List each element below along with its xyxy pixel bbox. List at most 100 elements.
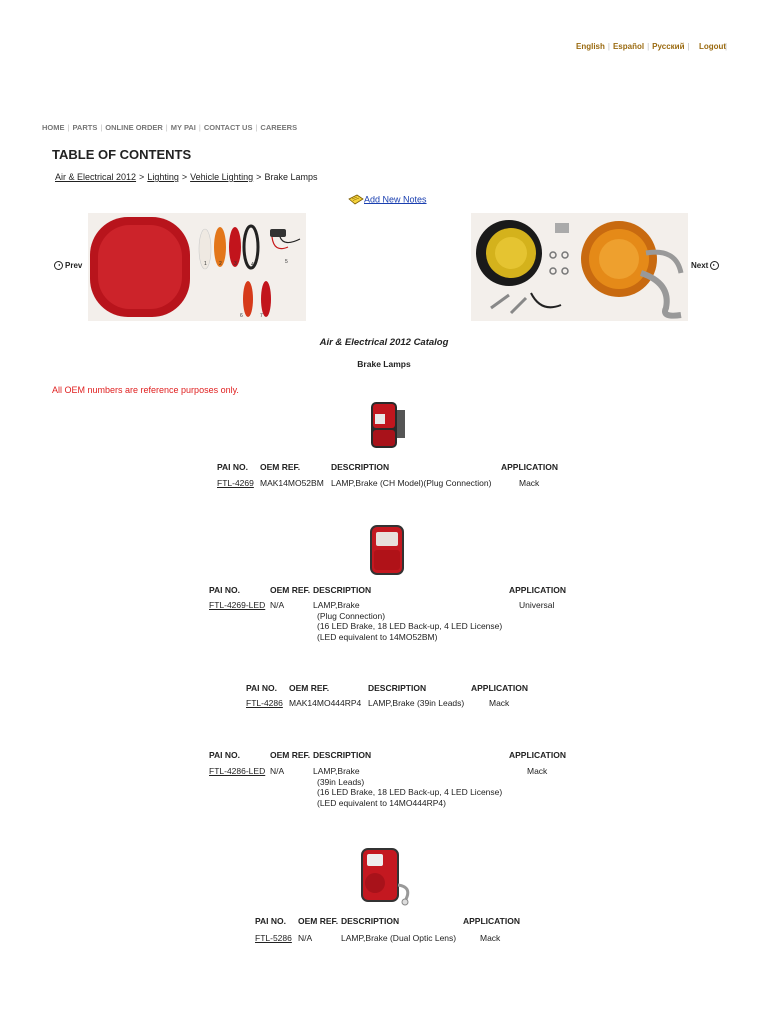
header-description: DESCRIPTION	[331, 462, 390, 472]
header-pai-no: PAI NO.	[255, 916, 287, 926]
divider: |	[100, 123, 103, 132]
header-application: APPLICATION	[509, 750, 566, 760]
breadcrumb: Air & Electrical 2012>Lighting>Vehicle L…	[55, 172, 317, 182]
part-image-ftl-5286[interactable]	[359, 845, 415, 907]
description-value: (LED equivalent to 14MO444RP4)	[317, 797, 446, 808]
header-oem-ref: OEM REF.	[298, 916, 339, 926]
part-number: 6	[240, 313, 243, 319]
part-link[interactable]: FTL-4286-LED	[209, 766, 266, 776]
breadcrumb-vehicle-lighting[interactable]: Vehicle Lighting	[190, 172, 254, 182]
divider: |	[255, 123, 258, 132]
part-number: 5	[285, 259, 288, 265]
part-link[interactable]: FTL-5286	[255, 933, 292, 943]
part-link[interactable]: FTL-4269-LED	[209, 600, 266, 610]
breadcrumb-separator: >	[181, 172, 188, 182]
application-value: Mack	[480, 933, 501, 943]
divider: |	[687, 42, 690, 51]
oem-ref-value: N/A	[298, 933, 313, 943]
add-notes: Add New Notes	[348, 194, 427, 206]
nav-parts[interactable]: PARTS	[72, 123, 98, 132]
part-link[interactable]: FTL-4286	[246, 698, 283, 708]
prev-label: Prev	[65, 261, 83, 270]
breadcrumb-current: Brake Lamps	[264, 172, 318, 182]
description-value: LAMP,Brake (CH Model)(Plug Connection)	[331, 478, 492, 488]
description-value: LAMP,Brake	[313, 600, 360, 610]
nav-online-order[interactable]: ONLINE ORDER	[105, 123, 163, 132]
header-application: APPLICATION	[463, 916, 520, 926]
divider: |	[647, 42, 650, 51]
divider: |	[198, 123, 201, 132]
description-value: (Plug Connection)	[317, 610, 386, 621]
header-pai-no: PAI NO.	[209, 750, 241, 760]
language-russian[interactable]: Русский	[652, 42, 685, 51]
part-number: 7	[260, 313, 263, 319]
header-application: APPLICATION	[509, 585, 566, 595]
chevron-left-icon	[54, 261, 63, 270]
nav-contact-us[interactable]: CONTACT US	[203, 123, 253, 132]
breadcrumb-lighting[interactable]: Lighting	[147, 172, 179, 182]
header-pai-no: PAI NO.	[209, 585, 241, 595]
disclaimer: All OEM numbers are reference purposes o…	[52, 385, 239, 395]
oem-ref-value: MAK14MO444RP4	[289, 698, 362, 708]
logout-link[interactable]: Logout	[699, 42, 727, 51]
header-pai-no: PAI NO.	[246, 683, 278, 693]
application-value: Mack	[489, 698, 510, 708]
part-link[interactable]: FTL-4269	[217, 478, 254, 488]
section-title: Brake Lamps	[357, 359, 411, 369]
header-pai-no: PAI NO.	[217, 462, 249, 472]
catalog-title: Air & Electrical 2012 Catalog	[319, 337, 449, 348]
application-value: Mack	[519, 478, 540, 488]
part-number: 3	[234, 261, 237, 267]
breadcrumb-separator: >	[256, 172, 262, 182]
header-application: APPLICATION	[501, 462, 558, 472]
oem-ref-value: N/A	[270, 766, 285, 776]
add-notes-link[interactable]: Add New Notes	[364, 194, 427, 205]
next-label: Next	[691, 261, 709, 270]
language-espanol[interactable]: Español	[612, 42, 645, 51]
description-value: LAMP,Brake (Dual Optic Lens)	[341, 933, 457, 943]
divider: |	[165, 123, 168, 132]
product-image-left[interactable]: 1 2 3 4 5 6 7	[88, 213, 306, 321]
chevron-right-icon	[710, 261, 720, 270]
main-nav: HOME|PARTS|ONLINE ORDER|MY PAI|CONTACT U…	[42, 123, 297, 132]
description-value: LAMP,Brake (39in Leads)	[368, 698, 465, 708]
nav-careers[interactable]: CAREERS	[260, 123, 298, 132]
product-image-right[interactable]	[471, 213, 688, 321]
nav-home[interactable]: HOME	[42, 123, 65, 132]
header-oem-ref: OEM REF.	[289, 683, 330, 693]
page-title: TABLE OF CONTENTS	[52, 147, 192, 162]
part-number: 4	[251, 262, 254, 268]
breadcrumb-root[interactable]: Air & Electrical 2012	[55, 172, 137, 182]
notes-icon[interactable]	[348, 194, 364, 206]
application-value: Universal	[519, 600, 555, 610]
header-oem-ref: OEM REF.	[270, 585, 311, 595]
prev-button[interactable]: Prev	[54, 261, 82, 270]
header-description: DESCRIPTION	[313, 585, 372, 595]
next-button[interactable]: Next	[691, 261, 720, 270]
header-description: DESCRIPTION	[313, 750, 372, 760]
part-image-ftl-4269[interactable]	[367, 396, 407, 452]
part-image-ftl-4269-led[interactable]	[368, 522, 408, 578]
header-application: APPLICATION	[471, 683, 528, 693]
breadcrumb-separator: >	[139, 172, 145, 182]
oem-ref-value: N/A	[270, 600, 285, 610]
divider: |	[725, 42, 728, 51]
divider: |	[67, 123, 70, 132]
part-number: 1	[204, 261, 207, 267]
description-value: (39in Leads)	[317, 776, 365, 787]
header-description: DESCRIPTION	[368, 683, 427, 693]
nav-my-pai[interactable]: MY PAI	[170, 123, 196, 132]
description-value: LAMP,Brake	[313, 766, 360, 776]
description-value: (16 LED Brake, 18 LED Back-up, 4 LED Lic…	[317, 621, 503, 631]
language-english[interactable]: English	[576, 42, 605, 51]
description-value: (LED equivalent to 14MO52BM)	[317, 631, 438, 642]
header-oem-ref: OEM REF.	[270, 750, 311, 760]
header-description: DESCRIPTION	[341, 916, 400, 926]
divider: |	[607, 42, 610, 51]
oem-ref-value: MAK14MO52BM	[260, 478, 324, 488]
application-value: Mack	[527, 766, 548, 776]
language-bar: English|Español|Русский|	[576, 42, 693, 51]
part-number: 2	[219, 261, 222, 267]
header-oem-ref: OEM REF.	[260, 462, 301, 472]
description-value: (16 LED Brake, 18 LED Back-up, 4 LED Lic…	[317, 787, 503, 797]
